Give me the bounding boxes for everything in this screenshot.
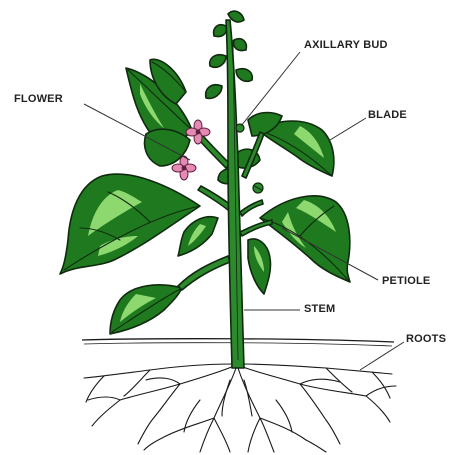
label-petiole: PETIOLE: [382, 275, 430, 287]
axillary-bud: [236, 124, 244, 132]
label-roots: ROOTS: [406, 333, 446, 345]
leaf-center-mid: [178, 217, 218, 256]
pointer-roots: [360, 342, 404, 370]
leaf-left-large: [60, 174, 200, 274]
leaf-right-lower: [248, 239, 271, 294]
label-blade: BLADE: [368, 109, 407, 121]
stem: [178, 20, 272, 368]
label-flower: FLOWER: [14, 93, 63, 105]
label-stem: STEM: [304, 303, 335, 315]
leaf-right-large: [260, 196, 350, 282]
roots-system: [84, 364, 396, 452]
small-bud: [253, 183, 263, 193]
leaf-lower-left: [110, 285, 182, 334]
pointer-blade: [330, 118, 366, 140]
label-axillary-bud: AXILLARY BUD: [304, 39, 388, 51]
